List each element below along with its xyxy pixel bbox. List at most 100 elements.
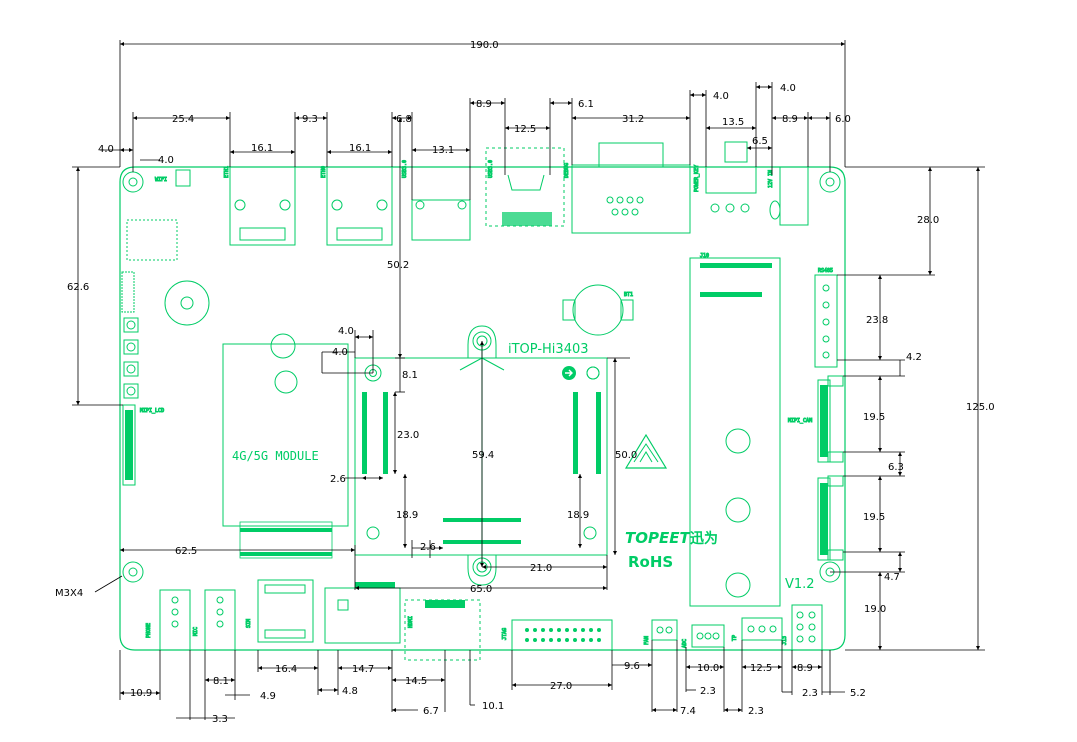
dimension-label: 8.9 xyxy=(476,99,492,110)
module-4g5g xyxy=(222,333,349,559)
module-hole-top xyxy=(270,333,296,359)
tp-header xyxy=(741,617,783,641)
dimension-label: 12.5 xyxy=(514,124,536,135)
hole-bottom-left xyxy=(122,561,144,583)
hdmi-connector xyxy=(425,600,465,608)
dimension-label: 4.8 xyxy=(342,686,358,697)
core-connector-right-b xyxy=(596,392,601,474)
wifi-antenna xyxy=(175,169,191,187)
dc-label: 12V IN xyxy=(768,170,774,188)
dimension-label: 4.0 xyxy=(338,326,354,337)
mic-jack xyxy=(204,589,236,651)
dimension-label: 10.1 xyxy=(482,701,504,712)
dimension-label: 19.5 xyxy=(863,412,885,423)
dimension-label: 6.3 xyxy=(888,462,904,473)
hdmi-label: HDMI xyxy=(408,616,414,628)
dimension-label: 125.0 xyxy=(966,402,995,413)
brand-cn: 迅为 xyxy=(690,530,718,547)
dimension-label: 9.3 xyxy=(302,114,318,125)
adc-label: ADC xyxy=(682,639,688,648)
dimension-label: 12.5 xyxy=(750,663,772,674)
rtc-battery xyxy=(572,284,624,336)
dimension-label: 6.8 xyxy=(396,114,412,125)
core-icons xyxy=(562,366,668,469)
chip-u1 xyxy=(126,219,178,261)
rohs-mark: RoHS xyxy=(628,553,673,571)
dimension-label: 50.0 xyxy=(615,450,637,461)
dimension-label: 23.0 xyxy=(397,430,419,441)
j13-label: J13 xyxy=(782,636,788,645)
dimension-label: 16.4 xyxy=(275,664,297,675)
core-connector-left-b xyxy=(383,392,388,474)
dimension-label: 5.2 xyxy=(850,688,866,699)
dimension-label: 21.0 xyxy=(530,563,552,574)
triangle-logo-icon xyxy=(624,433,668,469)
hole-top-right xyxy=(819,171,841,193)
m2-label: J10 xyxy=(700,253,709,259)
dimension-label: 6.7 xyxy=(423,706,439,717)
dimension-label: 14.5 xyxy=(405,676,427,687)
dimension-label: 2.3 xyxy=(700,686,716,697)
dimension-label: 9.6 xyxy=(624,661,640,672)
dimension-label: 23.8 xyxy=(866,315,888,326)
dimension-label: 13.5 xyxy=(722,117,744,128)
mipi-lcd-connector xyxy=(122,404,136,486)
dimension-label: 18.9 xyxy=(396,510,418,521)
tp-label: TP xyxy=(732,635,738,641)
dimension-label: 6.1 xyxy=(578,99,594,110)
dimension-label: 62.6 xyxy=(67,282,89,293)
sim-label: SIM xyxy=(246,619,252,628)
dimension-label: 2.3 xyxy=(748,706,764,717)
dimension-label: 4.0 xyxy=(158,155,174,166)
debug-connector xyxy=(571,164,691,234)
fan-header xyxy=(651,619,678,641)
dimension-label: 19.5 xyxy=(863,512,885,523)
usb3-label: USB3.0 xyxy=(402,160,408,178)
dimension-label: 19.0 xyxy=(864,604,886,615)
hole-top-left xyxy=(122,171,144,193)
mipi-cam-label: MIPI_CAM xyxy=(788,418,812,424)
usb3-1-label: USB3.0 xyxy=(488,160,494,178)
dimension-label: 4.7 xyxy=(884,572,900,583)
dimension-label: 2.6 xyxy=(330,474,346,485)
bottom-connectors: PHONE MIC SIM HDMI JTAG FAN ADC TP J13 xyxy=(146,579,823,661)
dimension-label: 4.0 xyxy=(332,347,348,358)
phone-label: PHONE xyxy=(146,623,152,638)
battery-label: BT1 xyxy=(624,292,633,298)
eth1-label: ETH1 xyxy=(224,166,230,178)
left-components: MIPI_LCD BT1 xyxy=(121,219,634,486)
mipi-cam-connector-1 xyxy=(817,379,831,463)
dimension-label: 4.2 xyxy=(906,352,922,363)
m2-slot xyxy=(689,257,781,607)
phone-jack xyxy=(159,589,191,651)
fan-label: FAN xyxy=(644,636,650,645)
version-label: V1.2 xyxy=(785,577,815,592)
core-hole-bl xyxy=(366,526,380,540)
dimension-label: 25.4 xyxy=(172,114,194,125)
key-3 xyxy=(123,361,139,377)
power-key-switch xyxy=(705,166,757,194)
core-connector-right-a xyxy=(573,392,578,474)
eth1-jack xyxy=(229,166,296,246)
dc-jack xyxy=(779,166,809,226)
key-1 xyxy=(123,317,139,333)
jtag-header xyxy=(511,619,613,651)
sim-slot xyxy=(257,579,314,643)
dimension-label: 7.4 xyxy=(680,706,696,717)
rs485-label: RS485 xyxy=(818,268,833,274)
dimension-label: 59.4 xyxy=(472,450,494,461)
adc-header xyxy=(691,624,725,648)
dimension-label: 31.2 xyxy=(622,114,644,125)
dimension-label: 6.0 xyxy=(835,114,851,125)
right-components: J10 RS485 MIPI_CAM xyxy=(689,253,844,607)
usb3-stacked-jack xyxy=(411,199,471,241)
module-outline xyxy=(222,343,349,527)
dimension-label: 65.0 xyxy=(470,584,492,595)
dimension-label: 16.1 xyxy=(251,143,273,154)
module-hole-mid xyxy=(274,370,298,394)
mic-label: MIC xyxy=(193,627,199,636)
dimension-label: 4.0 xyxy=(780,83,796,94)
module-label: 4G/5G MODULE xyxy=(232,449,319,463)
dimension-label: 8.1 xyxy=(402,370,418,381)
